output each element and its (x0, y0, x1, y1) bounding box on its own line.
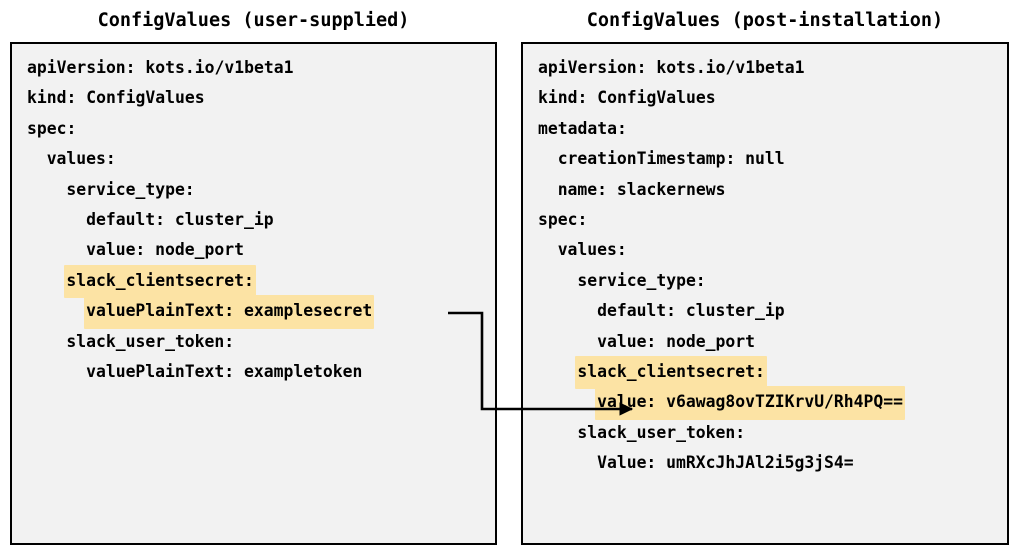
yaml-line-text: valuePlainText: exampletoken (86, 361, 363, 381)
yaml-line-text: creationTimestamp: null (557, 149, 785, 169)
user-supplied-configvalues-panel: apiVersion: kots.io/v1beta1 kind: ConfigV… (10, 42, 497, 545)
yaml-line-text: metadata: (538, 118, 627, 138)
yaml-line-text: Value: umRXcJhJAl2i5g3jS4= (597, 453, 854, 473)
yaml-line-text: values: (46, 149, 116, 169)
yaml-line-text: default: cluster_ip (597, 301, 785, 321)
yaml-line-text: apiVersion: kots.io/v1beta1 (538, 58, 805, 77)
yaml-line: Value: umRXcJhJAl2i5g3jS4= (523, 447, 1007, 477)
post-installation-yaml-block: apiVersion: kots.io/v1beta1 kind: ConfigV… (523, 44, 1007, 477)
yaml-line: apiVersion: kots.io/v1beta1 (12, 52, 495, 82)
left-panel-title: ConfigValues (user-supplied) (97, 10, 410, 31)
yaml-line: service_type: (523, 265, 1007, 295)
post-installation-configvalues-panel: apiVersion: kots.io/v1beta1 kind: ConfigV… (521, 42, 1009, 545)
yaml-line-text: name: slackernews (557, 179, 726, 199)
yaml-line: default: cluster_ip (12, 204, 495, 234)
yaml-line: default: cluster_ip (523, 295, 1007, 325)
yaml-line-text: value: v6awag8ovTZIKrvU/Rh4PQ== (595, 386, 906, 420)
yaml-line-text: spec: (538, 209, 588, 229)
yaml-line-text: service_type: (66, 179, 195, 199)
yaml-line: value: node_port (12, 234, 495, 264)
yaml-line: metadata: (523, 113, 1007, 143)
yaml-line-text: spec: (27, 118, 77, 138)
right-panel-title: ConfigValues (post-installation) (586, 10, 944, 31)
yaml-line: slack_clientsecret: (523, 355, 1007, 390)
yaml-line: apiVersion: kots.io/v1beta1 (523, 52, 1007, 82)
yaml-line: spec: (523, 204, 1007, 234)
yaml-line: kind: ConfigValues (12, 82, 495, 112)
yaml-line-text: values: (557, 240, 627, 260)
yaml-line: creationTimestamp: null (523, 143, 1007, 173)
yaml-line: slack_clientsecret: (12, 264, 495, 299)
yaml-line: service_type: (12, 174, 495, 204)
yaml-line-text: service_type: (577, 270, 706, 290)
yaml-line-text: value: node_port (86, 240, 244, 260)
yaml-line: slack_user_token: (12, 326, 495, 356)
yaml-line: kind: ConfigValues (523, 82, 1007, 112)
yaml-line-text: slack_user_token: (577, 422, 746, 442)
yaml-line-text: kind: ConfigValues (27, 88, 205, 108)
yaml-line: valuePlainText: examplesecret (12, 295, 495, 329)
yaml-line: valuePlainText: exampletoken (12, 356, 495, 386)
yaml-line-text: value: node_port (597, 331, 755, 351)
yaml-line: value: v6awag8ovTZIKrvU/Rh4PQ== (523, 386, 1007, 420)
yaml-line: values: (12, 143, 495, 173)
yaml-line-text: slack_user_token: (66, 331, 235, 351)
yaml-line-text: apiVersion: kots.io/v1beta1 (27, 58, 294, 77)
yaml-line: spec: (12, 113, 495, 143)
yaml-line-text: slack_clientsecret: (575, 355, 767, 390)
yaml-line: values: (523, 234, 1007, 264)
yaml-line-text: kind: ConfigValues (538, 88, 716, 108)
yaml-line-text: slack_clientsecret: (64, 264, 256, 299)
yaml-line: slack_user_token: (523, 417, 1007, 447)
yaml-line: name: slackernews (523, 174, 1007, 204)
yaml-line: value: node_port (523, 326, 1007, 356)
user-supplied-yaml-block: apiVersion: kots.io/v1beta1 kind: ConfigV… (12, 44, 495, 386)
yaml-line-text: default: cluster_ip (86, 209, 274, 229)
yaml-line-text: valuePlainText: examplesecret (84, 295, 375, 329)
